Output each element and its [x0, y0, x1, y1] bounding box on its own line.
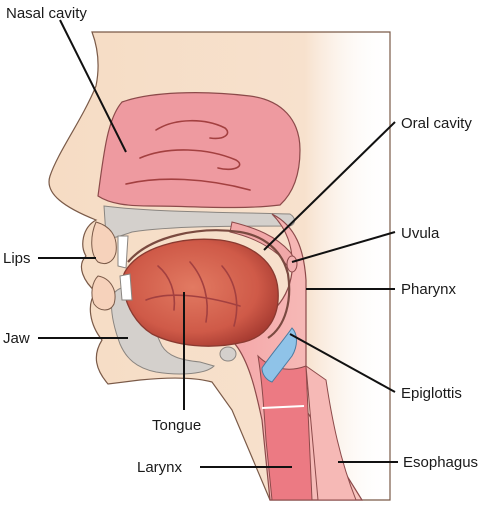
tongue-texture — [145, 294, 241, 307]
upper-lip — [91, 221, 117, 265]
vocal-fold — [261, 405, 305, 409]
tongue-texture — [157, 265, 176, 311]
larynx-label: Larynx — [137, 459, 183, 476]
tongue-shape — [122, 238, 279, 347]
jaw-label: Jaw — [3, 330, 30, 347]
oral-cavity-label: Oral cavity — [401, 115, 472, 132]
tongue-label: Tongue — [152, 417, 201, 434]
lower-lip — [91, 275, 116, 311]
epiglottis-leader — [289, 333, 396, 393]
lips-label: Lips — [3, 250, 31, 267]
uvula-label: Uvula — [401, 225, 440, 242]
uvula-shape — [286, 255, 298, 273]
esophagus-tube — [305, 364, 357, 501]
hyoid-bone — [219, 346, 237, 362]
uvula-leader — [291, 231, 396, 263]
epiglottis-shape — [261, 327, 297, 383]
palate-bone — [103, 205, 295, 239]
nasal-turbinate-fold — [125, 178, 251, 191]
oral-cavity-leader — [263, 121, 396, 251]
oral-cavity-outline — [127, 229, 291, 339]
upper-teeth — [117, 235, 129, 269]
lower-teeth — [119, 273, 133, 301]
tongue-texture — [189, 261, 209, 323]
nasal-turbinate-fold — [155, 119, 229, 140]
tongue-texture — [221, 265, 238, 327]
nasal-turbinate-fold — [139, 149, 241, 171]
epiglottis-label: Epiglottis — [401, 385, 462, 402]
nasal-cavity-label: Nasal cavity — [6, 5, 87, 22]
esophagus-label: Esophagus — [403, 454, 478, 471]
pharynx-label: Pharynx — [401, 281, 457, 298]
nasal-cavity-leader — [59, 19, 127, 153]
